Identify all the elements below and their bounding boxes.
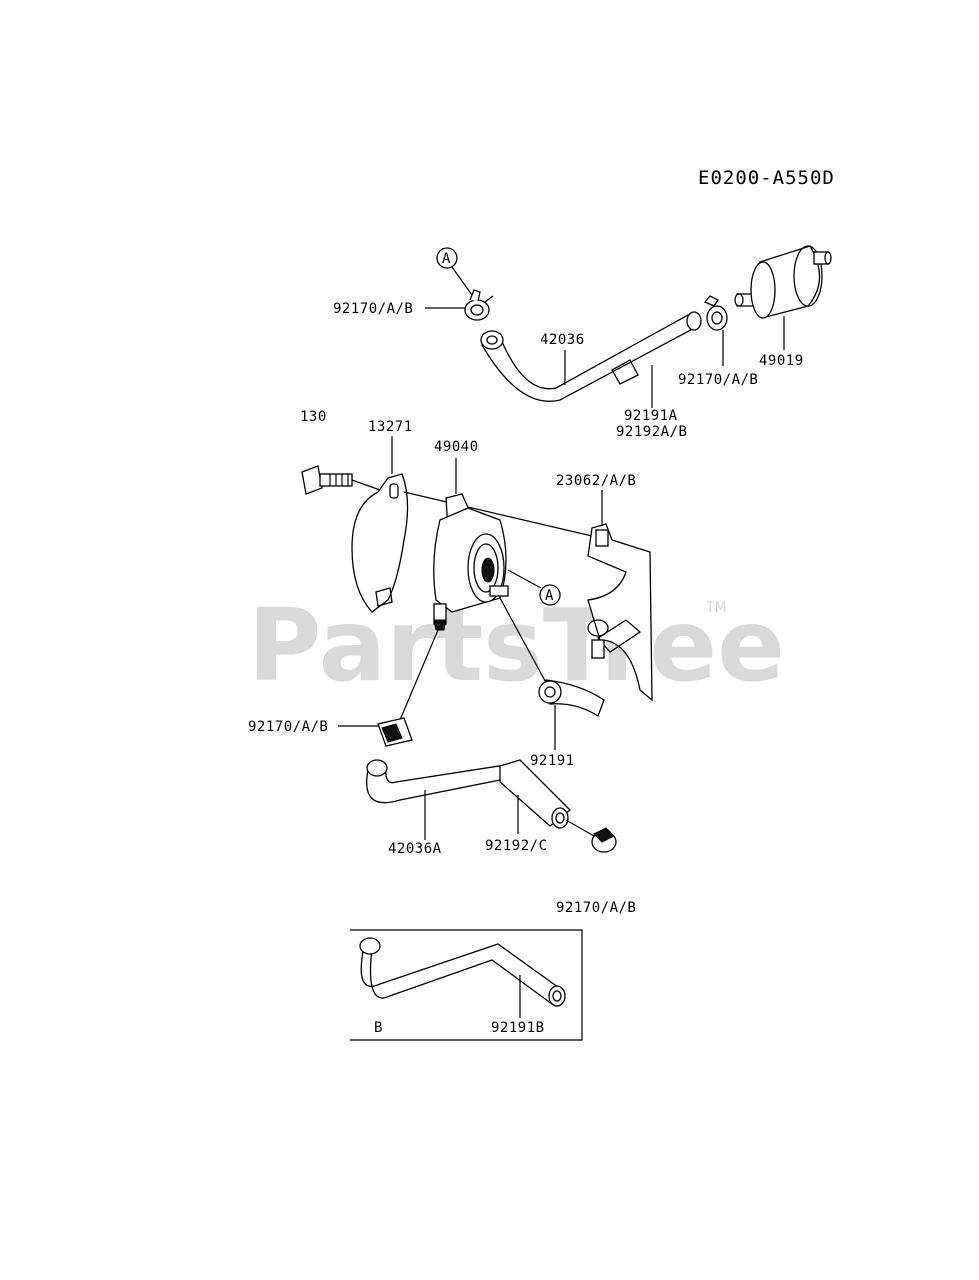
watermark-text: PartsTree <box>248 587 785 704</box>
gasket-13271 <box>351 473 409 613</box>
label-42036: 42036 <box>540 332 585 348</box>
watermark: PartsTree TM <box>248 587 785 704</box>
label-inset-B: B <box>374 1020 383 1036</box>
label-49040: 49040 <box>434 439 479 455</box>
fuel-filter-49019 <box>734 245 832 319</box>
label-130: 130 <box>300 409 327 425</box>
label-92170-filter: 92170/A/B <box>678 372 758 388</box>
diagram-code: E0200-A550D <box>698 167 835 189</box>
callout-a-middle-label: A <box>545 588 554 604</box>
bolt-130 <box>301 465 353 495</box>
fuel-hose-42036 <box>480 311 702 402</box>
label-23062: 23062/A/B <box>556 473 636 489</box>
label-92170-top: 92170/A/B <box>333 301 413 317</box>
fuel-hose-92191 <box>538 679 605 717</box>
hose-clamp-top <box>464 289 494 321</box>
label-92192C: 92192/C <box>485 838 548 854</box>
fuel-hose-92191B <box>359 937 566 1007</box>
callout-a-top-label: A <box>442 251 451 267</box>
label-42036A: 42036A <box>388 841 442 857</box>
hose-clamp-middle <box>377 717 413 747</box>
callout-a-top: A <box>436 247 473 296</box>
label-92191B: 92191B <box>491 1020 545 1036</box>
inset-box-b <box>350 929 583 1041</box>
hose-clamp-filter <box>703 295 728 331</box>
label-49019: 49019 <box>759 353 804 369</box>
label-92170-inset: 92170/A/B <box>556 900 636 916</box>
bracket-23062 <box>587 523 653 702</box>
label-13271: 13271 <box>368 419 413 435</box>
label-92170-middle: 92170/A/B <box>248 719 328 735</box>
label-92192AB: 92192A/B <box>616 424 687 440</box>
fuel-pump-49040 <box>433 493 509 631</box>
label-92191: 92191 <box>530 753 575 769</box>
watermark-trademark: TM <box>705 600 727 616</box>
fuel-hose-42036A <box>366 759 571 829</box>
callout-a-middle: A <box>507 569 561 606</box>
hose-clamp-end <box>591 827 617 853</box>
label-92191A: 92191A <box>624 408 678 424</box>
